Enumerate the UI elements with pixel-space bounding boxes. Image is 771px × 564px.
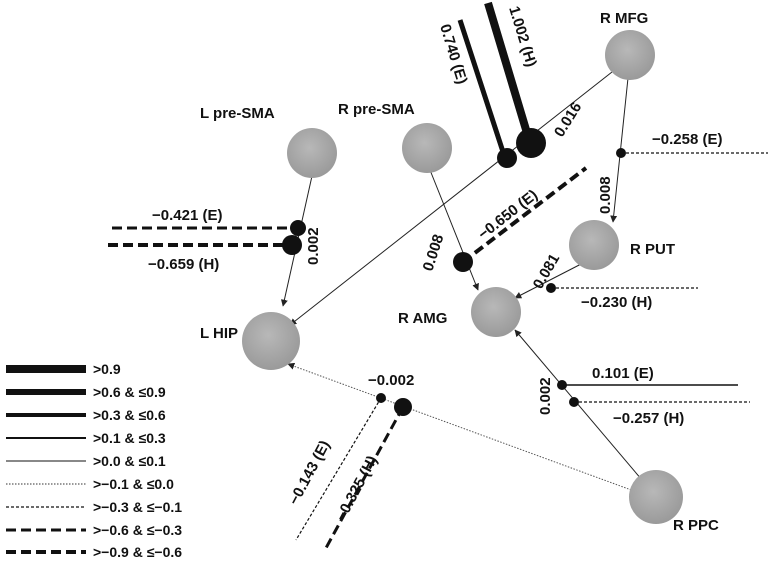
- mod-value-mfg-hip-h: 1.002 (H): [505, 4, 540, 69]
- legend: >0.9 >0.6 & ≤0.9 >0.3 & ≤0.6 >0.1 & ≤0.3…: [6, 361, 182, 560]
- node-r-ppc: [629, 470, 683, 524]
- edge-value-ppc-hip: −0.002: [368, 372, 414, 389]
- legend-label-8: >−0.6 & ≤−0.3: [93, 522, 182, 538]
- node-l-pre-sma: [287, 128, 337, 178]
- mod-dot-ppc-hip-e: [376, 393, 386, 403]
- label-r-ppc: R PPC: [673, 517, 719, 534]
- legend-label-5: >0.0 & ≤0.1: [93, 453, 166, 469]
- legend-label-2: >0.6 & ≤0.9: [93, 384, 166, 400]
- label-r-put: R PUT: [630, 241, 675, 258]
- label-r-mfg: R MFG: [600, 10, 648, 27]
- node-l-hip: [242, 312, 300, 370]
- mod-value-ppc-amg-e: 0.101 (E): [592, 365, 654, 382]
- node-r-amg: [471, 287, 521, 337]
- legend-label-1: >0.9: [93, 361, 121, 377]
- mod-value-ppc-hip-e: −0.143 (E): [286, 438, 334, 508]
- node-r-put: [569, 220, 619, 270]
- mod-value-ppc-amg-h: −0.257 (H): [613, 410, 684, 427]
- edge-ppc-to-hip: [287, 362, 635, 492]
- mod-dot-mfg-hip-e: [497, 148, 517, 168]
- mod-dot-ppc-hip-h: [394, 398, 412, 416]
- node-r-pre-sma: [402, 123, 452, 173]
- mod-line-mfg-hip-h: [484, 1, 534, 145]
- mod-dot-ppc-amg-h: [569, 397, 579, 407]
- label-r-amg: R AMG: [398, 310, 447, 327]
- mod-value-lpresma-hip-e: −0.421 (E): [152, 207, 222, 224]
- label-l-hip: L HIP: [200, 325, 238, 342]
- mod-dot-lpresma-hip-e: [290, 220, 306, 236]
- mod-dot-mfg-hip-h: [516, 128, 546, 158]
- mod-dot-put-amg-h: [546, 283, 556, 293]
- legend-label-3: >0.3 & ≤0.6: [93, 407, 166, 423]
- mod-value-put-amg-h: −0.230 (H): [581, 294, 652, 311]
- node-labels: L pre-SMA R pre-SMA R MFG R PUT R AMG L …: [200, 10, 719, 534]
- edge-rpresma-to-amg: [429, 169, 479, 291]
- edge-labels: 0.016 0.008 0.002 0.008 0.081 0.002 −0.0…: [305, 99, 614, 415]
- legend-label-7: >−0.3 & ≤−0.1: [93, 499, 182, 515]
- edge-put-to-amg: [514, 261, 586, 299]
- edges: [280, 71, 643, 492]
- label-l-pre-sma: L pre-SMA: [200, 105, 275, 122]
- edge-value-mfg-hip: 0.016: [551, 99, 585, 140]
- mod-line-ppc-hip-e: [295, 397, 382, 541]
- edge-value-put-amg: 0.081: [530, 251, 563, 292]
- node-r-mfg: [605, 30, 655, 80]
- nodes: [242, 30, 683, 524]
- mod-line-rpresma-amg-e: [461, 166, 588, 264]
- edge-ppc-to-amg: [514, 329, 643, 481]
- mod-dot-mfg-put-e: [616, 148, 626, 158]
- legend-label-9: >−0.9 & ≤−0.6: [93, 544, 182, 560]
- legend-label-6: >−0.1 & ≤0.0: [93, 476, 174, 492]
- mod-dot-rpresma-amg-e: [453, 252, 473, 272]
- edge-value-lpresma-hip: 0.002: [305, 227, 322, 265]
- mod-line-mfg-hip-e: [457, 19, 508, 159]
- edge-value-mfg-put: 0.008: [597, 176, 614, 214]
- mod-value-mfg-put-e: −0.258 (E): [652, 131, 722, 148]
- mod-value-lpresma-hip-h: −0.659 (H): [148, 256, 219, 273]
- mod-value-ppc-hip-h: −0.325 (H): [333, 453, 381, 524]
- legend-label-4: >0.1 & ≤0.3: [93, 430, 166, 446]
- edge-value-ppc-amg: 0.002: [537, 377, 554, 415]
- mod-value-rpresma-amg-e: −0.650 (E): [475, 186, 541, 243]
- edge-mfg-to-hip: [289, 71, 613, 326]
- modulators: [108, 1, 768, 549]
- mod-dot-ppc-amg-e: [557, 380, 567, 390]
- mod-dot-lpresma-hip-h: [282, 235, 302, 255]
- mod-line-ppc-hip-h: [324, 406, 405, 549]
- label-r-pre-sma: R pre-SMA: [338, 101, 415, 118]
- edge-value-rpresma-amg: 0.008: [420, 232, 448, 273]
